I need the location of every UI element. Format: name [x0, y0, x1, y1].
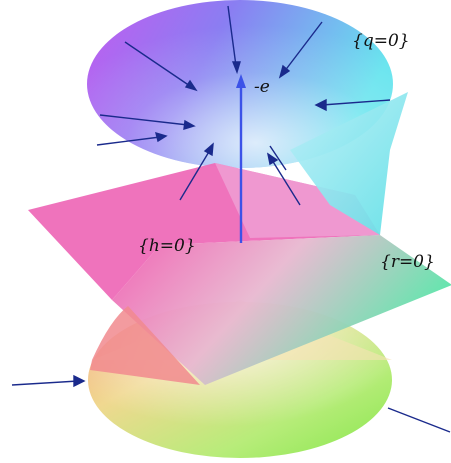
- plane-r: [290, 92, 408, 235]
- cone-neck: [90, 306, 200, 385]
- label-h: {h=0}: [138, 236, 196, 256]
- plane-h: [28, 163, 451, 385]
- arrow-1: [227, 5, 241, 75]
- arrow-11: [387, 407, 451, 433]
- label-r: {r=0}: [380, 252, 435, 272]
- arrow-3: [314, 98, 391, 112]
- arrow-9: [269, 145, 287, 171]
- arrow-5: [99, 114, 196, 130]
- arrow-2: [278, 21, 323, 79]
- axis-e: [236, 74, 246, 243]
- arrow-7: [179, 142, 214, 201]
- label-e: -e: [254, 77, 270, 97]
- label-q: {q=0}: [352, 31, 410, 51]
- arrow-10: [11, 374, 86, 388]
- arrow-8: [266, 152, 301, 206]
- arrow-4: [124, 41, 198, 92]
- normal-arrows: [11, 5, 451, 433]
- arrow-6: [96, 131, 168, 146]
